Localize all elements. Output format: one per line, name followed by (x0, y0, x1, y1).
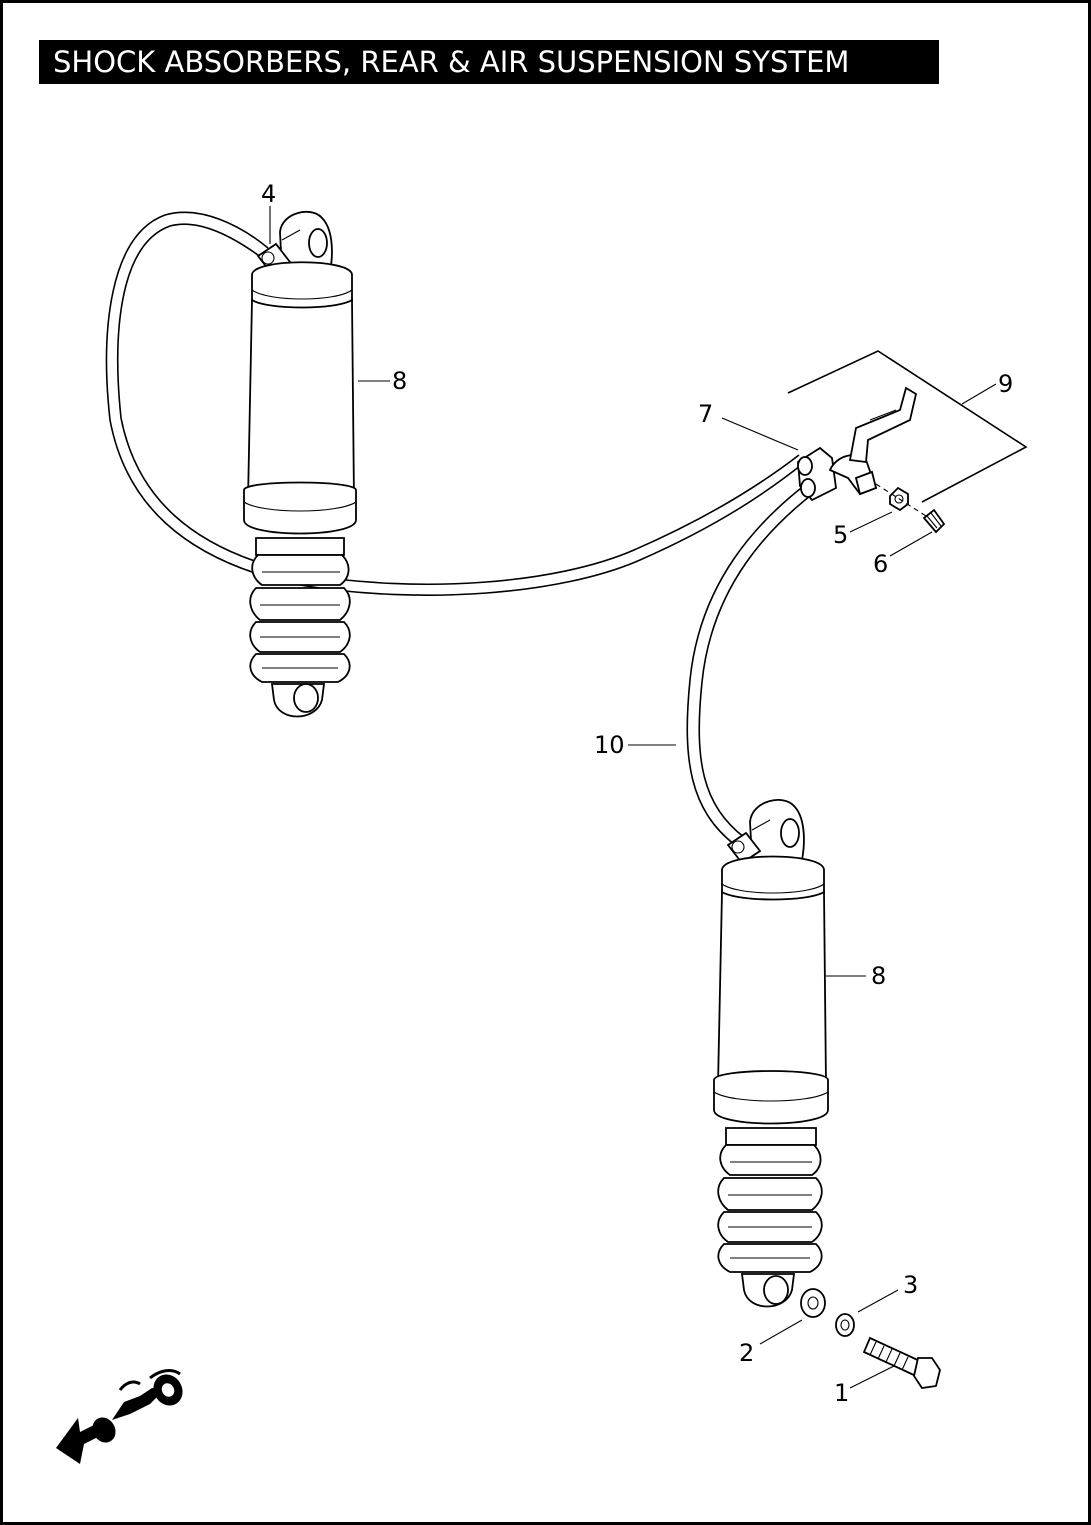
callout-4: 4 (261, 180, 276, 208)
callout-1: 1 (834, 1379, 849, 1407)
callout-10: 10 (594, 731, 625, 759)
valve-6 (922, 508, 946, 534)
callout-6: 6 (873, 550, 888, 578)
callout-8-lower: 8 (871, 962, 886, 990)
leader-lines (269, 206, 997, 1389)
air-hose-upper (105, 211, 806, 596)
lockwasher-3 (835, 1313, 855, 1337)
air-hose-lower (686, 484, 816, 846)
washer-2 (800, 1288, 826, 1318)
air-manifold-bracket (797, 386, 918, 502)
callout-9: 9 (998, 370, 1013, 398)
bolt-1 (862, 1336, 941, 1389)
lower-shock-absorber (713, 799, 829, 1308)
assembly-centerline (875, 483, 927, 517)
motorcycle-front-arrow-icon (56, 1369, 183, 1464)
callout-7: 7 (698, 400, 713, 428)
callout-8-upper: 8 (392, 367, 407, 395)
callout-3: 3 (903, 1271, 918, 1299)
group-bracket-9 (787, 350, 1028, 503)
upper-shock-absorber (243, 210, 357, 718)
callout-2: 2 (739, 1339, 754, 1367)
callout-5: 5 (833, 521, 848, 549)
page-title: SHOCK ABSORBERS, REAR & AIR SUSPENSION S… (39, 40, 939, 84)
